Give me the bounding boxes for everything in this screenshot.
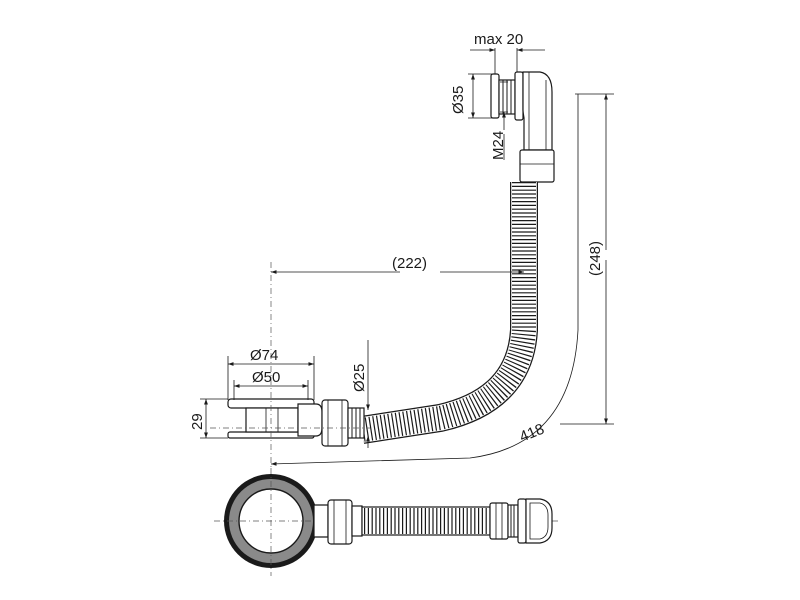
corrugated-hose [359, 182, 538, 444]
dimension-lines [200, 48, 614, 466]
label-overflow-thread: M24 [490, 131, 507, 160]
label-outlet-outer-diameter: Ø74 [250, 347, 278, 364]
label-outlet-inner-diameter: Ø50 [252, 369, 280, 386]
label-overflow-diameter: Ø35 [450, 86, 467, 114]
outlet-fitting [227, 398, 365, 447]
label-hose-length: 418 [517, 421, 547, 446]
label-max-20: max 20 [474, 31, 523, 48]
label-outlet-height: 29 [189, 413, 206, 430]
side-view [210, 71, 555, 470]
label-pipe-diameter: Ø25 [351, 364, 368, 392]
label-hose-horizontal: (222) [392, 255, 427, 272]
label-hose-height: (248) [587, 241, 604, 276]
top-view [214, 468, 560, 576]
overflow-fitting [490, 71, 555, 183]
